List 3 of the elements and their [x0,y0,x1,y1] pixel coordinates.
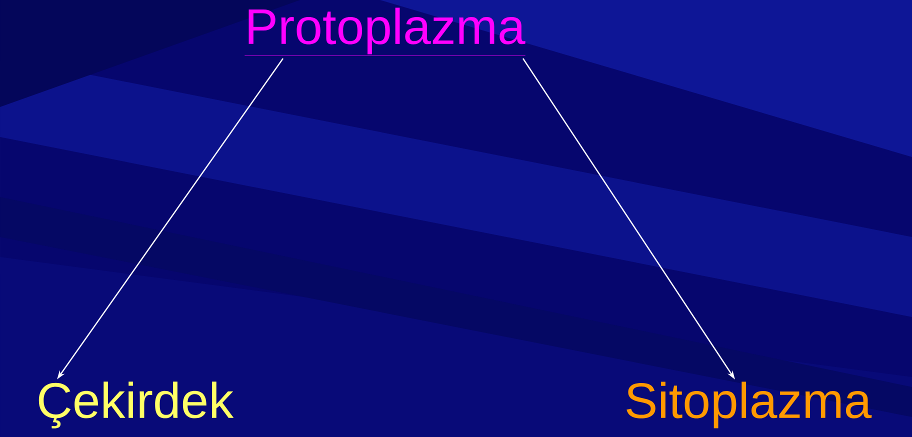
term-text: Çekirdek [38,382,234,428]
title-text: Protoplazma [244,8,526,56]
term-text: Sitoplazma [626,382,872,428]
